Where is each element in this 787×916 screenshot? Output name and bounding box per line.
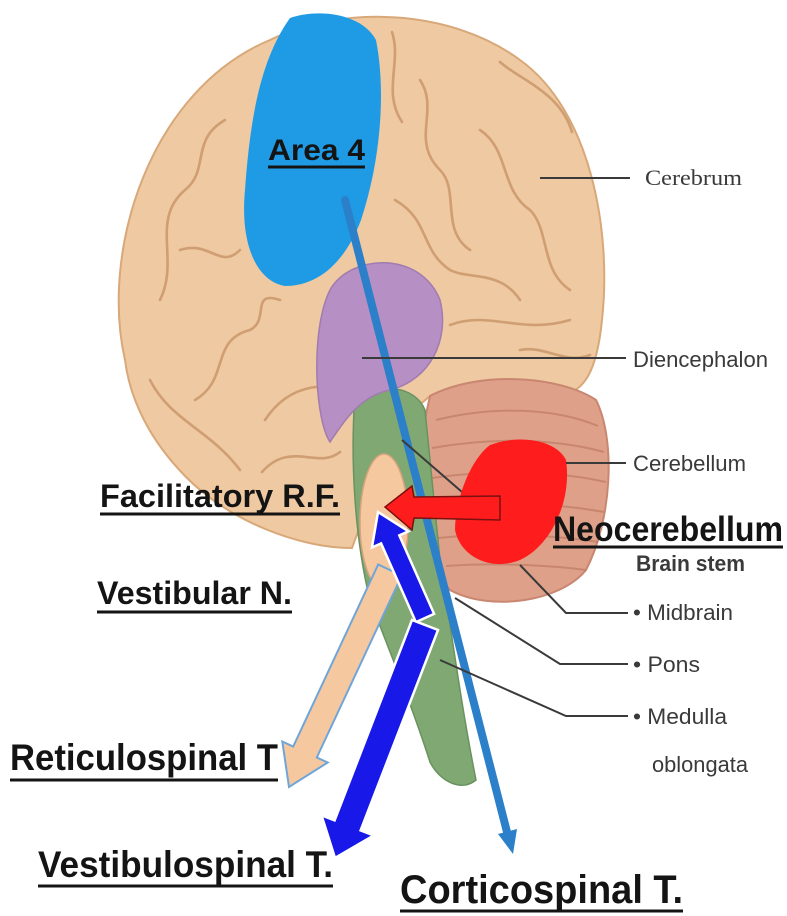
area4-label: Area 4 xyxy=(268,134,365,167)
pons-label: • Pons xyxy=(633,652,700,677)
neocerebellum-label: Neocerebellum xyxy=(553,510,783,549)
corticospinal-arrowhead xyxy=(498,829,517,854)
facilitatory-rf-label: Facilitatory R.F. xyxy=(100,478,340,514)
corticospinal-label: Corticospinal T. xyxy=(400,868,683,912)
midbrain-label: • Midbrain xyxy=(633,600,733,625)
vestibular-n-label: Vestibular N. xyxy=(97,575,292,611)
medulla-label: • Medulla xyxy=(633,704,728,729)
pons-leader-line xyxy=(455,598,628,664)
oblongata-label: oblongata xyxy=(652,752,749,777)
cerebellum-label: Cerebellum xyxy=(633,451,746,476)
diencephalon-label: Diencephalon xyxy=(633,347,768,372)
brain-stem-label: Brain stem xyxy=(636,551,745,576)
reticulospinal-label: Reticulospinal T xyxy=(10,737,278,778)
cerebrum-label: Cerebrum xyxy=(645,165,742,190)
vestibulospinal-label: Vestibulospinal T. xyxy=(38,844,333,885)
